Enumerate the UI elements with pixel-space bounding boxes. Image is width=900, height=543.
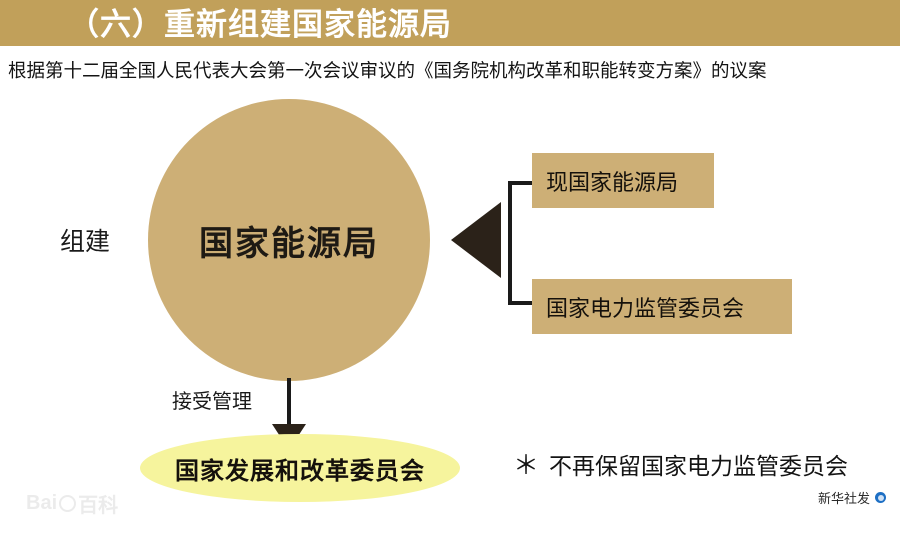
bracket-connector-icon: [508, 181, 538, 305]
source-box-2: 国家电力监管委员会: [532, 279, 792, 334]
xinhua-logo-icon: [875, 492, 886, 503]
footnote: ＊ 不再保留国家电力监管委员会: [513, 447, 848, 481]
parent-org-ellipse: [140, 434, 460, 502]
source-box-2-label: 国家电力监管委员会: [546, 295, 745, 321]
page-title: （六）重新组建国家能源局: [68, 7, 452, 42]
paw-icon: [59, 495, 77, 512]
main-org-circle: [148, 99, 430, 381]
left-triangle-arrow-icon: [451, 202, 501, 278]
down-arrow-shaft-icon: [287, 378, 291, 430]
source-box-1-label: 现国家能源局: [546, 169, 679, 195]
source-box-1: 现国家能源局: [532, 153, 714, 208]
header-bar: [0, 0, 900, 46]
watermark-suffix: 百科: [78, 495, 119, 517]
watermark-prefix: Bai: [26, 492, 58, 514]
subtitle-text: 根据第十二届全国人民代表大会第一次会议审议的《国务院机构改革和职能转变方案》的议…: [8, 60, 767, 81]
credit-text: 新华社发: [817, 491, 870, 506]
credit: 新华社发: [818, 488, 886, 507]
asterisk-icon: ＊: [513, 450, 540, 480]
build-label: 组建: [60, 228, 111, 256]
manage-label: 接受管理: [172, 391, 252, 413]
main-org-label: 国家能源局: [199, 224, 379, 263]
footnote-text: 不再保留国家电力监管委员会: [549, 453, 849, 479]
watermark: Bai 百科: [26, 489, 118, 518]
parent-org-label: 国家发展和改革委员会: [175, 457, 425, 485]
